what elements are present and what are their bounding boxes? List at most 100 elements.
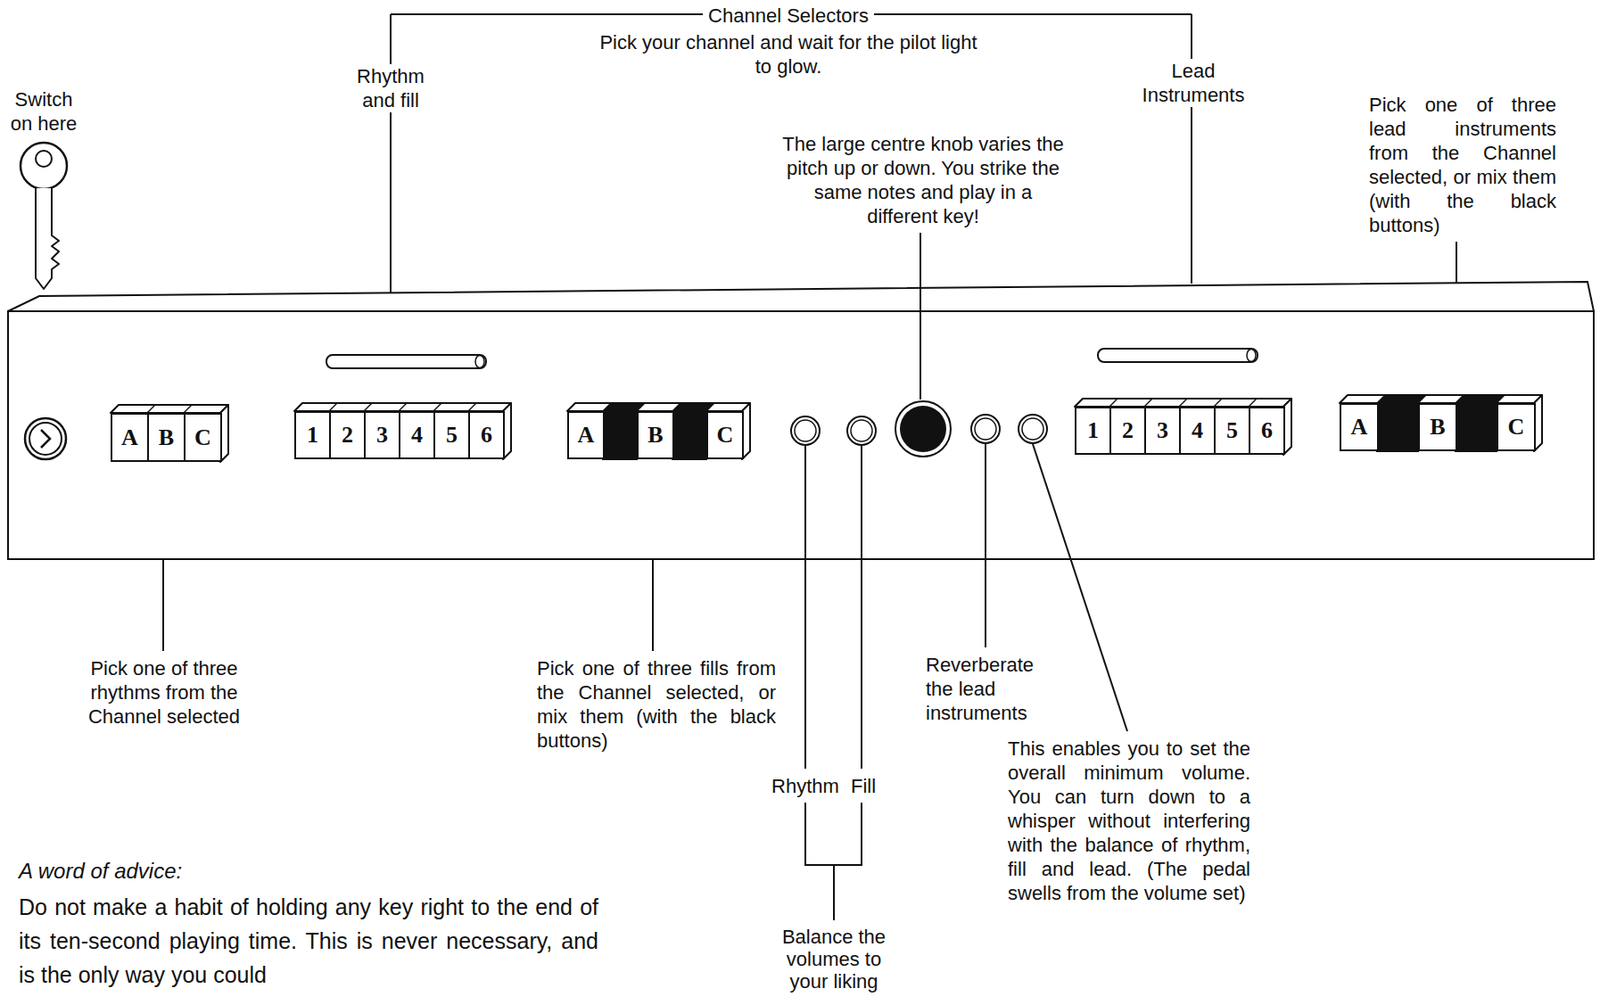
button-top <box>1339 395 1543 404</box>
panel-top <box>8 281 1594 312</box>
callout: Pick one of three fills from the Channel… <box>536 656 776 753</box>
button-letter: 2 <box>341 421 354 449</box>
panel-front <box>8 311 1594 560</box>
selector-button: C <box>1496 403 1536 452</box>
black-button <box>672 403 715 412</box>
button-letter: C <box>194 424 212 452</box>
button-letter: A <box>1351 413 1369 441</box>
callout: Switch on here <box>8 87 80 136</box>
selector-button: 2 <box>329 411 366 460</box>
button-edge <box>147 404 156 413</box>
selector-button: 6 <box>468 411 505 460</box>
selector-button: B <box>1418 403 1458 452</box>
button-edge <box>1377 395 1386 404</box>
leader-line <box>1032 444 1128 732</box>
button-edge <box>1109 398 1118 407</box>
button-edge <box>398 403 407 412</box>
button-letter: A <box>577 421 595 449</box>
pilot-light <box>1097 348 1258 363</box>
button-letter: C <box>1508 413 1526 441</box>
pilot-light <box>1246 349 1256 363</box>
button-edge <box>1455 395 1464 404</box>
pitch-knob <box>899 405 947 453</box>
knob <box>791 416 820 446</box>
selector-button: 1 <box>1074 406 1112 455</box>
key-shaft <box>35 188 59 289</box>
button-edge <box>1248 398 1257 407</box>
leader-line <box>860 802 863 866</box>
black-button <box>1455 395 1505 404</box>
pitch-knob <box>895 401 951 457</box>
button-edge <box>672 403 681 412</box>
black-button <box>602 411 637 460</box>
pilot-light <box>326 354 487 369</box>
button-edge <box>433 403 442 412</box>
selector-button: B <box>636 411 675 460</box>
callout: Reverberate the lead instruments <box>925 652 1051 726</box>
bracket-line <box>389 14 392 293</box>
button-edge <box>1496 395 1505 404</box>
channel-name: Rhythm and fill <box>342 64 439 113</box>
button-letter: A <box>121 424 139 452</box>
button-top <box>294 403 512 412</box>
button-edge <box>183 404 192 413</box>
button-edge <box>468 403 477 412</box>
callout: Pick one of three rhythms from the Chann… <box>74 656 254 729</box>
button-letter: 4 <box>411 421 423 449</box>
selector-button: 6 <box>1248 406 1286 455</box>
knob <box>971 414 1000 444</box>
pilot-light <box>475 355 485 369</box>
button-edge <box>636 403 645 412</box>
note: Do not make a habit of holding any key r… <box>18 890 599 992</box>
knob <box>1022 418 1044 440</box>
selector-button: 3 <box>1144 406 1181 455</box>
button-letter: 6 <box>480 421 493 449</box>
black-button <box>1377 395 1427 404</box>
leader-line <box>860 445 863 769</box>
button-top <box>567 403 751 412</box>
selector-button: 2 <box>1109 406 1147 455</box>
black-button <box>672 411 707 460</box>
knob <box>847 416 876 446</box>
button-top <box>1074 398 1292 407</box>
knob-name: Rhythm <box>771 774 840 799</box>
button-edge <box>363 403 372 412</box>
button-letter: 3 <box>1156 417 1169 445</box>
selector-button: B <box>147 412 186 462</box>
knob <box>1018 414 1048 444</box>
button-letter: 1 <box>306 421 319 449</box>
black-button <box>1377 403 1419 452</box>
leader-line <box>1455 241 1458 283</box>
callout: Balance the volumes to your liking <box>771 925 897 993</box>
black-button <box>602 403 645 412</box>
button-letter: B <box>647 421 663 449</box>
leader-line <box>651 559 654 652</box>
button-letter: 5 <box>445 421 458 449</box>
bracket-line <box>1190 14 1193 284</box>
channel-name: Lead Instruments <box>1129 58 1257 108</box>
selector-button: C <box>706 411 744 460</box>
selector-button: 3 <box>363 411 401 460</box>
knob <box>974 418 997 440</box>
button-edge <box>1179 398 1188 407</box>
selector-button: 4 <box>398 411 436 460</box>
button-letter: C <box>717 421 735 449</box>
button-letter: 3 <box>376 421 388 449</box>
button-letter: B <box>158 424 174 452</box>
button-top <box>110 404 229 413</box>
instruction: Pick your channel and wait for the pilot… <box>592 30 985 79</box>
callout: The large centre knob varies the pitch u… <box>780 131 1066 229</box>
selector-button: A <box>110 412 149 462</box>
selector-button: C <box>183 412 223 462</box>
leader-line <box>804 802 807 866</box>
knob-name: Fill <box>850 774 876 799</box>
selector-button: A <box>567 411 605 460</box>
selector-button: 5 <box>1213 406 1251 455</box>
button-edge <box>1144 398 1153 407</box>
leader-line <box>919 232 922 400</box>
callout: This enables you to set the overall mini… <box>1007 736 1251 906</box>
selector-button: 5 <box>433 411 471 460</box>
black-button <box>1455 403 1497 452</box>
button-edge <box>329 403 338 412</box>
selector-button: 4 <box>1179 406 1216 455</box>
